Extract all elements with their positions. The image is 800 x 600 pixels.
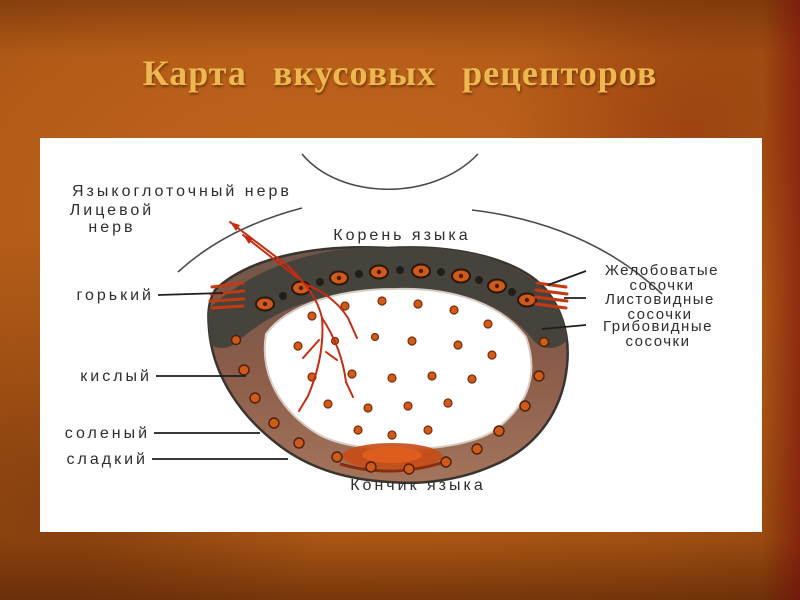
label-sweet: сладкий (67, 451, 148, 468)
vallate-papillae (255, 263, 537, 312)
label-salty: соленый (65, 425, 150, 442)
label-fungiform-line1: Грибовидные (603, 318, 713, 335)
diagram-panel: Языкоглоточный нерв Лицевой нерв горький… (40, 138, 762, 532)
foliate-papillae-right (533, 281, 569, 310)
tongue-diagram: Языкоглоточный нерв Лицевой нерв горький… (65, 153, 719, 494)
fungiform-dots-inner (293, 296, 497, 440)
tip-dark-arc (339, 460, 445, 473)
tongue-inner-surface (263, 287, 533, 451)
root-band-blobs (279, 266, 516, 300)
label-facial-nerve-line2: нерв (88, 219, 135, 236)
label-vallate-line2: сосочки (630, 277, 695, 294)
throat-arc (301, 153, 479, 190)
tongue-tip-patch-core (362, 447, 422, 463)
mouth-right-curve (471, 209, 663, 295)
label-bitter: горький (77, 287, 155, 304)
label-foliate-line2: сосочки (628, 306, 693, 323)
label-foliate-line1: Листовидные (605, 291, 715, 308)
label-facial-nerve-line1: Лицевой (70, 202, 154, 219)
nerve-arrowhead-1 (230, 222, 240, 231)
label-vallate-line1: Желобоватые (605, 262, 719, 279)
nerve-branches (229, 221, 358, 412)
slide-title: Карта вкусовых рецепторов (142, 53, 658, 93)
nerve-arrowhead-2 (243, 235, 253, 244)
mouth-left-curve (177, 207, 303, 273)
label-sour: кислый (80, 368, 152, 385)
label-fungiform-line2: сосочки (626, 333, 691, 350)
label-glossopharyngeal-nerve: Языкоглоточный нерв (72, 183, 292, 200)
label-tongue-tip: Кончик языка (350, 477, 486, 494)
leader-lines (152, 270, 587, 460)
fungiform-dots-border (230, 334, 550, 475)
label-tongue-root: Корень языка (333, 227, 470, 244)
foliate-papillae-left (208, 281, 246, 310)
